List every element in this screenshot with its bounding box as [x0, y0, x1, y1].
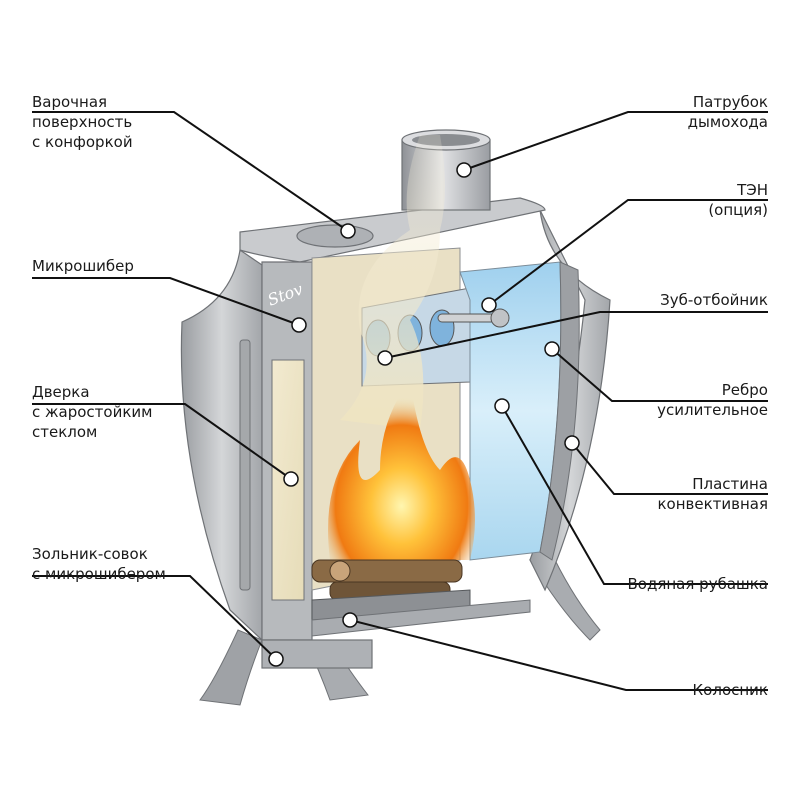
- label-markers: [268, 162, 580, 667]
- label-rib: Ребро усилительное: [657, 381, 768, 419]
- leader-rib: [551, 348, 768, 402]
- leader-cooking-surface: [32, 111, 349, 232]
- leader-door: [32, 403, 292, 480]
- label-grate: Колосник: [692, 681, 768, 699]
- front-left-leg: [199, 629, 263, 706]
- label-chimney-pipe: Патрубок дымохода: [687, 93, 768, 131]
- marker-baffle: [377, 350, 393, 366]
- fire: [328, 380, 475, 560]
- label-ash-pan: Зольник-совок с микрошибером: [32, 545, 166, 583]
- marker-rib: [544, 341, 560, 357]
- label-heater: ТЭН (опция): [708, 181, 768, 219]
- marker-cooking-surface: [340, 223, 356, 239]
- leader-water-jacket: [501, 405, 768, 585]
- label-cooking-surface: Варочная поверхность с конфоркой: [32, 93, 133, 151]
- leader-micro-damper: [32, 277, 300, 326]
- marker-chimney: [456, 162, 472, 178]
- label-plate: Пластина конвективная: [657, 475, 768, 513]
- leader-heater: [488, 199, 768, 306]
- leader-grate: [349, 619, 768, 691]
- door-handle: [239, 339, 251, 591]
- leader-ash-pan: [32, 575, 277, 660]
- label-water-jacket: Водяная рубашка: [627, 575, 768, 593]
- firebox-floor-ledge: [311, 599, 531, 637]
- leader-lines: [32, 111, 768, 691]
- marker-door: [283, 471, 299, 487]
- label-door: Дверка с жаростойким стеклом: [32, 383, 153, 441]
- hob-ring: [296, 224, 374, 248]
- marker-micro-damper: [291, 317, 307, 333]
- marker-heater: [481, 297, 497, 313]
- water-jacket-area: [459, 261, 562, 561]
- marker-plate: [564, 435, 580, 451]
- smoke-plume: [340, 135, 445, 430]
- heater-element: [437, 308, 510, 328]
- marker-grate: [342, 612, 358, 628]
- marker-water-jacket: [494, 398, 510, 414]
- label-micro-damper: Микрошибер: [32, 257, 134, 275]
- convective-plate: [539, 261, 580, 561]
- leader-baffle: [384, 311, 768, 359]
- leader-plate: [571, 442, 768, 495]
- label-baffle-tooth: Зуб-отбойник: [660, 291, 768, 309]
- marker-ash-pan: [268, 651, 284, 667]
- leader-chimney: [463, 111, 768, 171]
